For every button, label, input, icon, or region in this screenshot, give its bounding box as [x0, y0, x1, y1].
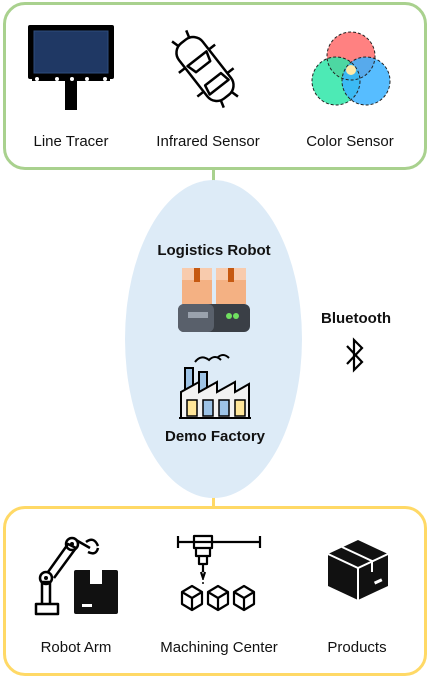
demo-factory-label: Demo Factory — [164, 428, 266, 445]
product-box-icon — [327, 540, 389, 600]
equipment-label-products: Products — [327, 639, 387, 656]
billboard-icon — [28, 25, 114, 110]
logistics-robot-icon — [178, 268, 250, 332]
system-ellipse — [125, 180, 302, 498]
robot-arm-icon — [34, 536, 118, 616]
sensor-label-color: Color Sensor — [306, 133, 394, 150]
color-venn-icon — [311, 31, 391, 106]
bluetooth-label: Bluetooth — [321, 310, 391, 327]
machining-center-icon — [176, 534, 262, 612]
logistics-robot-label: Logistics Robot — [157, 242, 271, 259]
sensor-label-infrared: Infrared Sensor — [156, 133, 260, 150]
equipment-label-robot-arm: Robot Arm — [40, 639, 112, 656]
sensor-label-line-tracer: Line Tracer — [33, 133, 109, 150]
infrared-car-icon — [171, 29, 239, 109]
equipment-label-machining-center: Machining Center — [160, 639, 278, 656]
factory-icon — [179, 354, 251, 419]
bluetooth-icon — [346, 337, 364, 373]
